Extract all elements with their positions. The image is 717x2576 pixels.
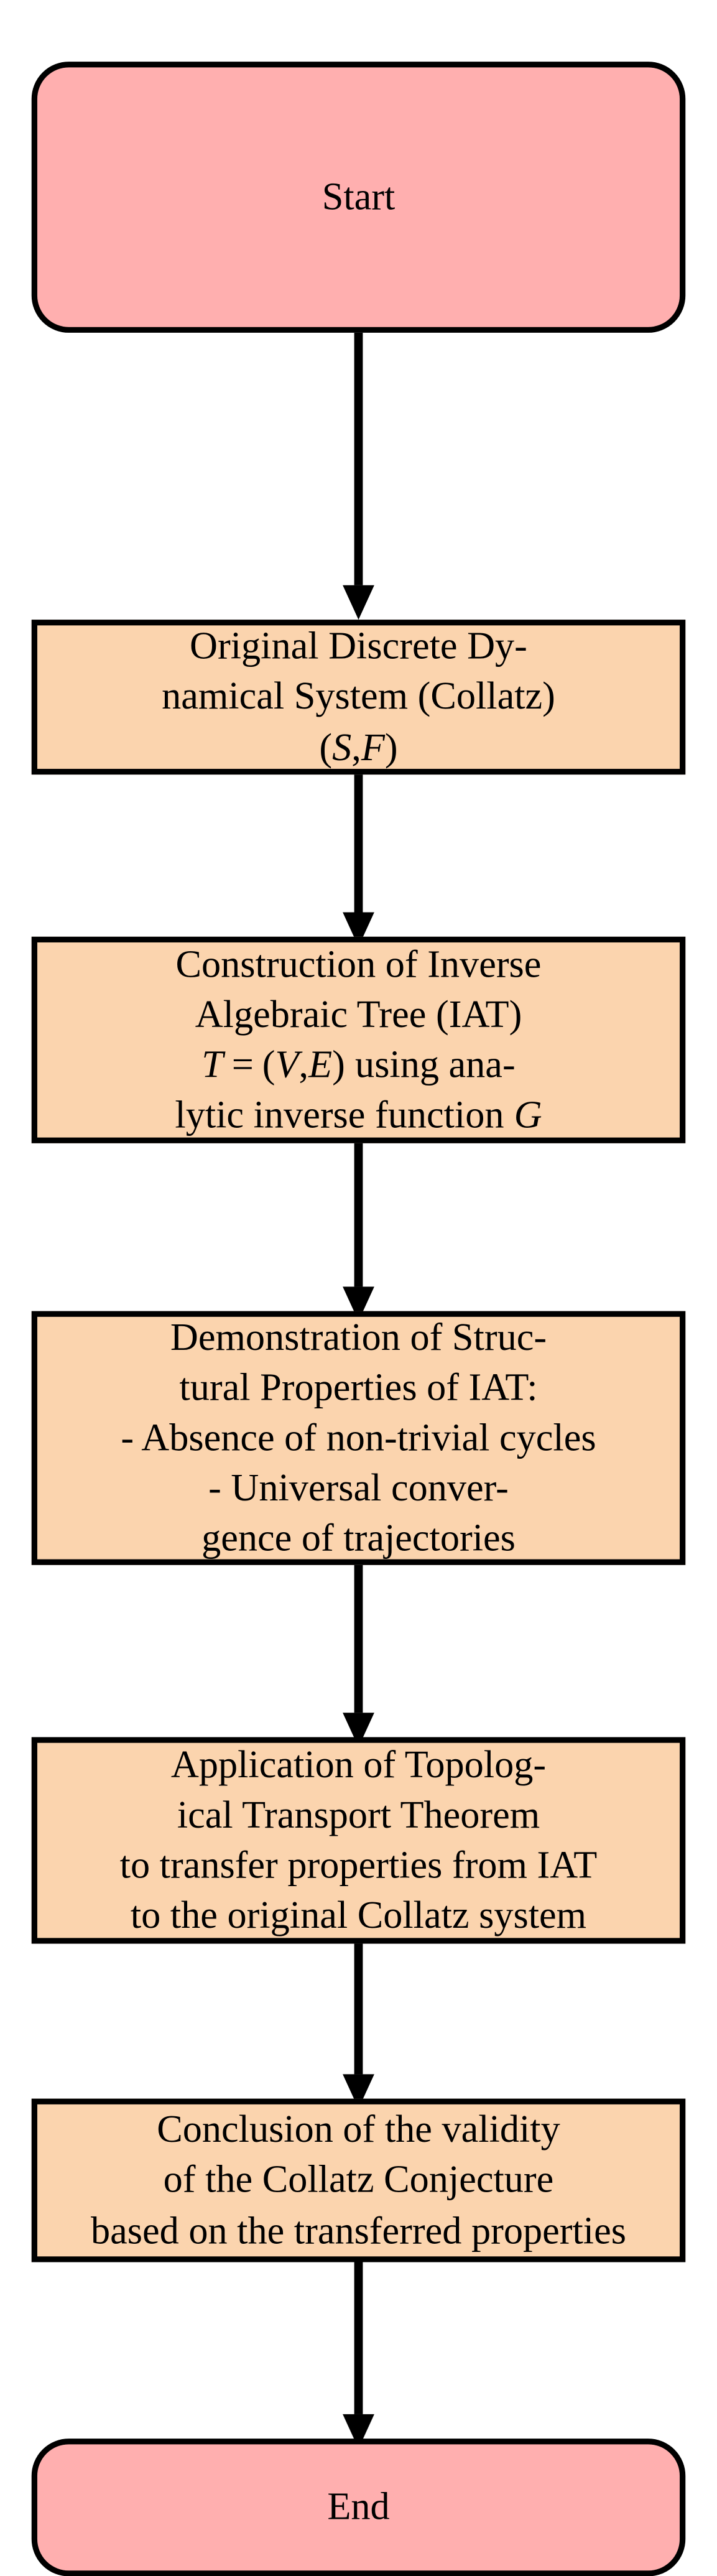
edge-stem	[354, 2262, 363, 2414]
edge-stem	[354, 332, 363, 585]
node-construction-iat-line-3-tail: using ana-	[355, 1043, 516, 1086]
node-start-label: Start	[321, 174, 396, 218]
node-construction-iat-line-1: Construction of Inverse	[175, 942, 542, 985]
edge-conclusion-to-end	[343, 2262, 374, 2449]
node-original-system-line-1: Original Discrete Dy-	[190, 624, 527, 667]
math-comma: ,	[298, 1043, 309, 1086]
node-original-system-line-2: namical System (Collatz)	[162, 674, 555, 718]
node-conclusion-line-2: of the Collatz Conjecture	[163, 2157, 554, 2202]
edge-stem	[354, 1143, 363, 1287]
node-conclusion-line-1: Conclusion of the validity	[157, 2108, 560, 2151]
math-symbol-e: E	[308, 1043, 333, 1086]
node-start[interactable]: Start	[31, 61, 686, 333]
node-structural-properties-line-4: - Universal conver-	[208, 1466, 509, 1509]
edge-start-to-original-system	[343, 332, 374, 620]
node-end[interactable]: End	[31, 2438, 686, 2576]
node-topological-transport-line-4: to the original Collatz system	[130, 1893, 587, 1937]
edge-original-system-to-construction-iat	[343, 774, 374, 947]
node-conclusion-line-3: based on the transferred properties	[90, 2208, 626, 2252]
math-paren-close: )	[332, 1043, 345, 1086]
node-structural-properties[interactable]: Demonstration of Struc- tural Properties…	[31, 1311, 686, 1565]
node-construction-iat-line-4-head: lytic inverse function	[175, 1093, 504, 1137]
math-symbol-v: V	[275, 1043, 299, 1086]
node-construction-iat[interactable]: Construction of Inverse Algebraic Tree (…	[31, 936, 686, 1143]
arrowhead-icon	[343, 585, 374, 620]
node-original-system[interactable]: Original Discrete Dy- namical System (Co…	[31, 619, 686, 774]
edge-stem	[354, 1943, 363, 2075]
node-structural-properties-line-2: tural Properties of IAT:	[179, 1365, 538, 1408]
math-symbol-g: G	[514, 1093, 542, 1137]
node-end-label: End	[327, 2485, 390, 2528]
node-topological-transport-line-2: ical Transport Theorem	[177, 1793, 540, 1836]
node-topological-transport[interactable]: Application of Topolog- ical Transport T…	[31, 1737, 686, 1944]
math-comma: ,	[351, 725, 361, 768]
edge-stem	[354, 1565, 363, 1713]
math-symbol-s: S	[332, 725, 352, 768]
node-structural-properties-line-3: - Absence of non-trivial cycles	[121, 1415, 596, 1459]
node-structural-properties-line-5: gence of trajectories	[201, 1516, 516, 1560]
edge-structural-properties-to-topological-transport	[343, 1565, 374, 1747]
flowchart-canvas: Start Original Discrete Dy- namical Syst…	[0, 14, 717, 2576]
node-construction-iat-line-3: T=(V,E)using ana-	[201, 1040, 515, 1090]
math-equals: =	[231, 1043, 254, 1086]
node-topological-transport-line-1: Application of Topolog-	[170, 1742, 547, 1786]
edge-construction-iat-to-structural-properties	[343, 1143, 374, 1321]
node-topological-transport-line-3: to transfer properties from IAT	[119, 1843, 598, 1887]
edge-topological-transport-to-conclusion	[343, 1943, 374, 2109]
node-structural-properties-line-1: Demonstration of Struc-	[170, 1314, 547, 1358]
node-construction-iat-line-2: Algebraic Tree (IAT)	[195, 992, 522, 1036]
node-conclusion[interactable]: Conclusion of the validity of the Collat…	[31, 2098, 686, 2262]
edge-stem	[354, 774, 363, 913]
node-original-system-math: (S,F)	[319, 722, 397, 773]
math-paren-close: )	[384, 725, 398, 768]
math-symbol-f: F	[361, 725, 385, 768]
math-paren-open: (	[262, 1043, 275, 1086]
math-symbol-t: T	[201, 1043, 223, 1086]
math-paren-open: (	[319, 725, 333, 768]
